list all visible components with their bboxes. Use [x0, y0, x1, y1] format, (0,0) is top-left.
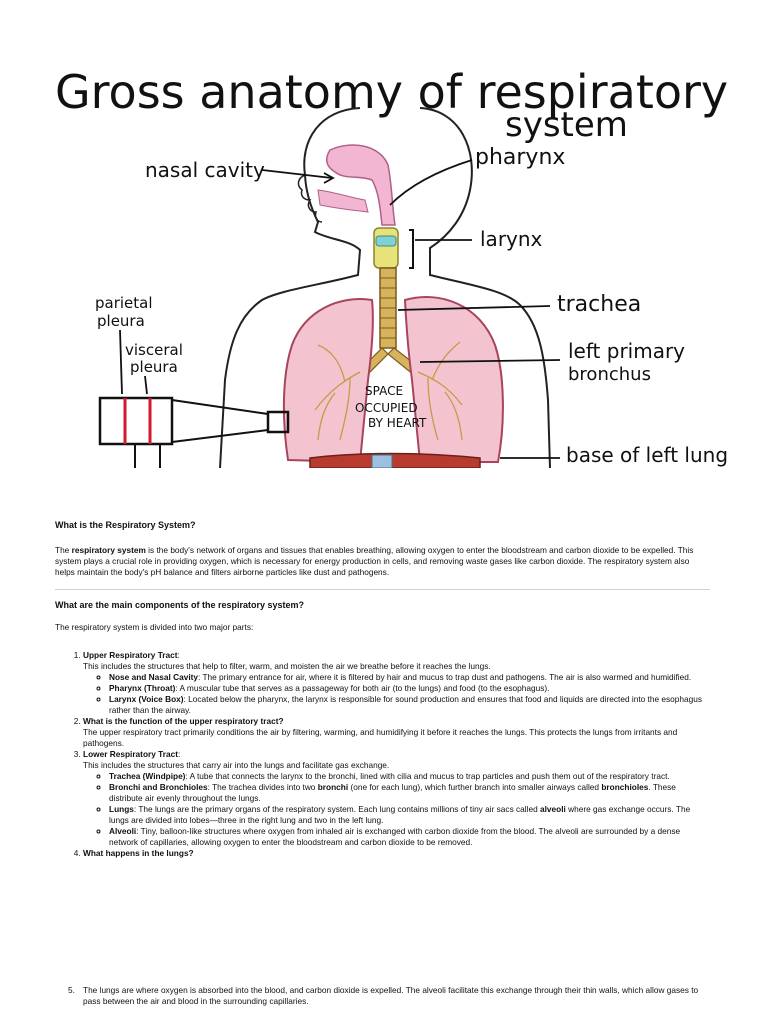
figure-title-line1: Gross anatomy of respiratory: [55, 65, 728, 119]
term: Trachea (Windpipe): [109, 771, 186, 781]
space-label-2: OCCUPIED: [355, 401, 418, 415]
text: : A tube that connects the larynx to the…: [185, 771, 670, 781]
label-pharynx: pharynx: [475, 145, 565, 170]
sub-item: Bronchi and Bronchioles: The trachea div…: [109, 782, 710, 804]
text: (one for each lung), which further branc…: [348, 782, 602, 792]
text: is the body's network of organs and tiss…: [55, 545, 694, 577]
text: where gas exchange occurs. The lungs are…: [109, 804, 691, 825]
text: . These distribute air evenly throughout…: [109, 782, 676, 803]
section-heading-components: What are the main components of the resp…: [55, 600, 305, 610]
sub-item: Larynx (Voice Box): Located below the ph…: [109, 694, 710, 716]
label-visceral: visceral: [125, 341, 183, 359]
anatomy-illustration: Gross anatomy of respiratory system: [55, 65, 728, 468]
components-intro: The respiratory system is divided into t…: [55, 622, 254, 632]
intro-paragraph: The respiratory system is the body's net…: [55, 545, 710, 578]
sub-list: Trachea (Windpipe): A tube that connects…: [83, 771, 710, 848]
space-label-3: BY HEART: [368, 416, 427, 430]
text: : A muscular tube that serves as a passa…: [175, 683, 550, 693]
text: : The primary entrance for air, where it…: [198, 672, 692, 682]
label-base-left-lung: base of left lung: [566, 443, 728, 467]
text: : The trachea divides into two: [207, 782, 318, 792]
text: :: [178, 749, 181, 759]
label-nasal-cavity: nasal cavity: [145, 158, 265, 182]
space-label-1: SPACE: [365, 384, 403, 398]
item-title: What happens in the lungs?: [83, 848, 194, 858]
term: bronchi: [317, 782, 349, 792]
term: alveoli: [540, 804, 566, 814]
item-title: Lower Respiratory Tract: [83, 749, 178, 759]
list-item: What is the function of the upper respir…: [83, 716, 710, 749]
sub-list: Nose and Nasal Cavity: The primary entra…: [83, 672, 710, 716]
list-item: Upper Respiratory Tract: This includes t…: [83, 650, 710, 716]
sub-item: Alveoli: Tiny, balloon-like structures w…: [109, 826, 710, 848]
sub-item: Nose and Nasal Cavity: The primary entra…: [109, 672, 710, 683]
bold-term: respiratory system: [71, 545, 146, 555]
label-pleura-2: pleura: [130, 358, 178, 376]
list-item-5: 5. The lungs are where oxygen is absorbe…: [55, 985, 710, 1007]
term: Bronchi and Bronchioles: [109, 782, 208, 792]
sub-item: Pharynx (Throat): A muscular tube that s…: [109, 683, 710, 694]
term: Larynx (Voice Box): [109, 694, 184, 704]
item-number: 5.: [68, 985, 75, 995]
text: The: [55, 545, 72, 555]
label-pleura-1: pleura: [97, 312, 145, 330]
text: :: [177, 650, 180, 660]
term: Pharynx (Throat): [109, 683, 176, 693]
section-heading-what-is: What is the Respiratory System?: [55, 520, 196, 530]
text: : Tiny, balloon-like structures where ox…: [109, 826, 681, 847]
text: : Located below the pharynx, the larynx …: [109, 694, 702, 715]
item-desc: The lungs are where oxygen is absorbed i…: [83, 985, 699, 1006]
label-larynx: larynx: [480, 227, 543, 251]
sub-item: Lungs: The lungs are the primary organs …: [109, 804, 710, 826]
label-parietal: parietal: [95, 294, 153, 312]
label-trachea: trachea: [557, 292, 641, 317]
article-body: What is the Respiratory System? The resp…: [55, 520, 710, 859]
term: Nose and Nasal Cavity: [109, 672, 198, 682]
term: bronchioles: [601, 782, 649, 792]
text: : The lungs are the primary organs of th…: [133, 804, 541, 814]
section-divider: [55, 589, 710, 590]
components-list: Upper Respiratory Tract: This includes t…: [55, 650, 710, 859]
label-bronchus: bronchus: [568, 364, 651, 385]
sub-item: Trachea (Windpipe): A tube that connects…: [109, 771, 710, 782]
list-item: What happens in the lungs?: [83, 848, 710, 859]
item-desc: The upper respiratory tract primarily co…: [83, 727, 678, 748]
item-desc: This includes the structures that carry …: [83, 760, 390, 770]
respiratory-diagram: Gross anatomy of respiratory system: [0, 0, 768, 468]
list-item: Lower Respiratory Tract: This includes t…: [83, 749, 710, 848]
item-title: Upper Respiratory Tract: [83, 650, 178, 660]
term: Lungs: [109, 804, 134, 814]
figure-title-line2: system: [505, 105, 628, 145]
item-desc: This includes the structures that help t…: [83, 661, 491, 671]
label-left-primary: left primary: [568, 339, 685, 363]
term: Alveoli: [109, 826, 137, 836]
item-title: What is the function of the upper respir…: [83, 716, 284, 726]
